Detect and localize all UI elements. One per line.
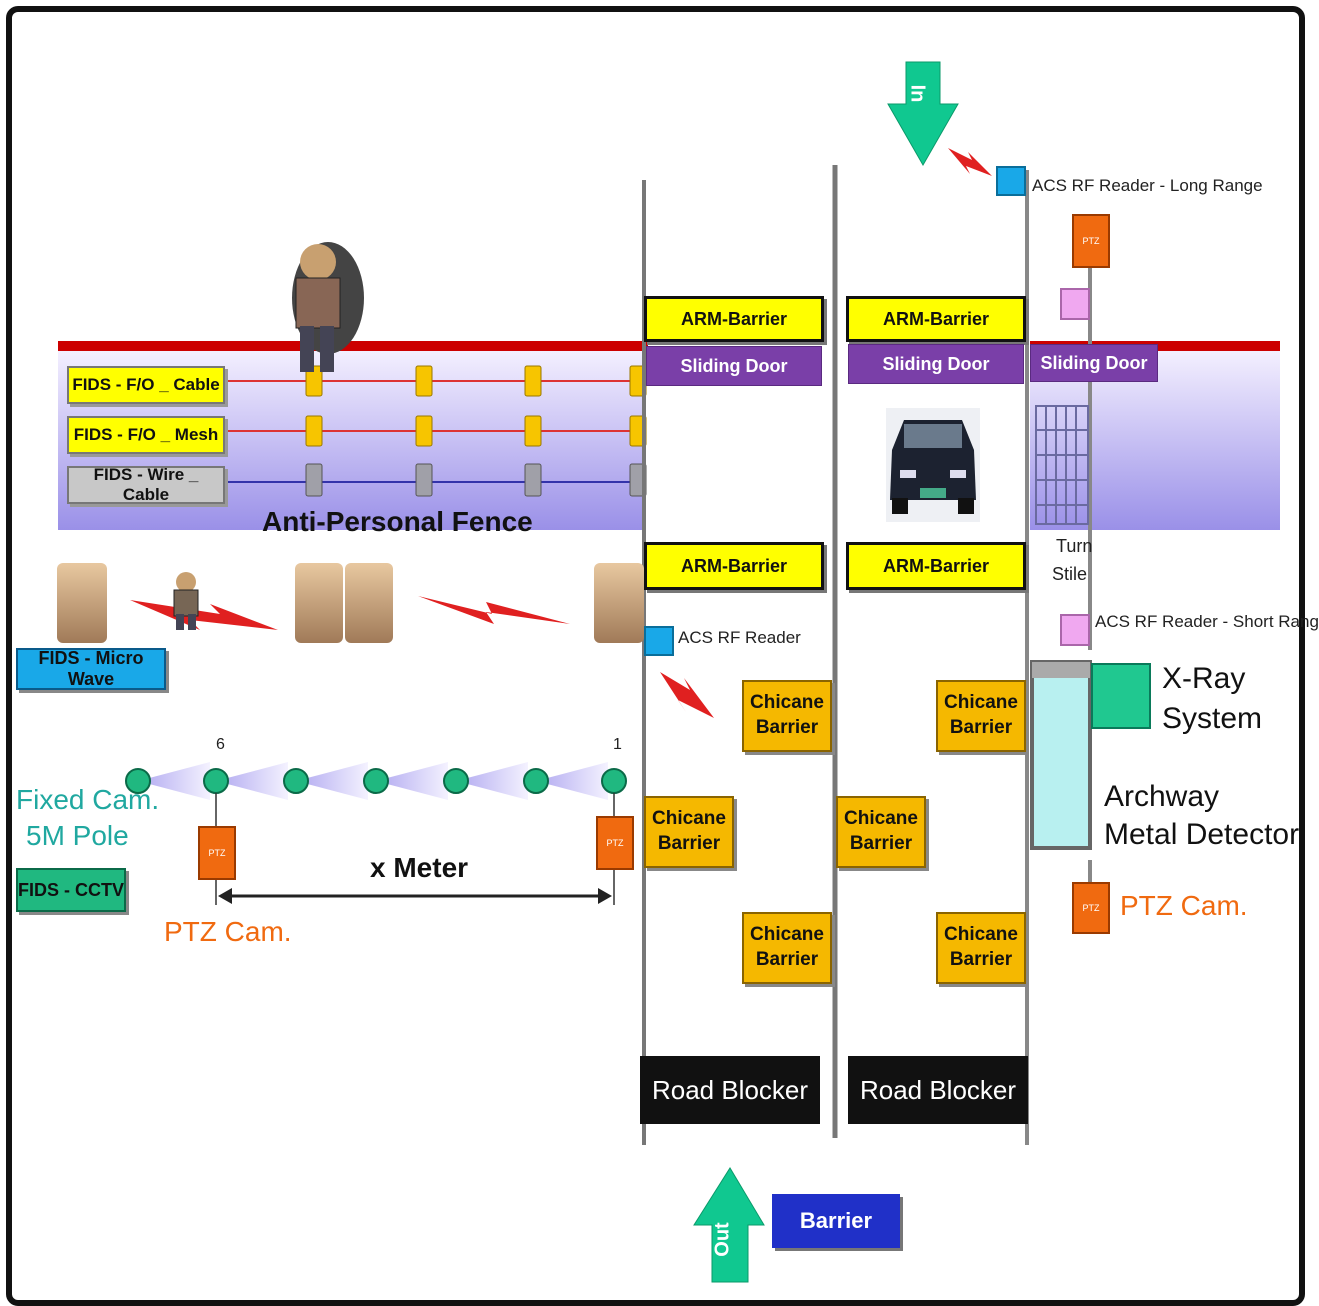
archway-label-1: Archway [1104,780,1220,813]
chicane-label-1: Chicane [944,924,1018,946]
microwave-sensor-icon [345,563,393,643]
fixed-cam-label-2: 5M Pole [26,820,129,851]
pedestrian-ptz-cam-label: PTZ Cam. [1120,890,1248,921]
ptz-camera-icon: PTZ [596,816,634,870]
car-icon [886,408,980,522]
chicane-label-1: Chicane [944,692,1018,714]
fixed-cam-label-1: Fixed Cam. [16,784,160,815]
arm-barrier-lane2-bottom: ARM-Barrier [846,542,1026,590]
ptz-cam-label: PTZ Cam. [164,916,292,947]
chicane-label-2: Barrier [949,949,1013,970]
arm-barrier-lane1-top: ARM-Barrier [644,296,824,342]
sliding-door-lane2: Sliding Door [848,344,1024,384]
signal-bolt-icon [948,148,992,176]
ptz-camera-icon: PTZ [1072,882,1110,934]
microwave-sensor-icon [594,563,644,643]
acs-reader [644,626,674,656]
archway-metal-detector-icon [1030,660,1092,850]
acs-reader-short-range-label: ACS RF Reader - Short Range [1095,612,1319,631]
xray-label-1: X-Ray [1162,662,1246,695]
chicane-barrier: Chicane Barrier [742,680,832,752]
fids-fo-mesh-label: FIDS - F/O _ Mesh [67,416,225,454]
xray-label-2: System [1162,702,1263,735]
fids-fo-cable-label: FIDS - F/O _ Cable [67,366,225,404]
chicane-label-1: Chicane [750,692,824,714]
chicane-barrier: Chicane Barrier [836,796,926,868]
road-blocker-lane2: Road Blocker [848,1056,1028,1124]
chicane-barrier: Chicane Barrier [936,912,1026,984]
ptz-camera-icon: PTZ [1072,214,1110,268]
camera-cones [138,762,608,800]
fids-cctv-label: FIDS - CCTV [16,868,126,912]
barrier-box: Barrier [772,1194,900,1248]
chicane-label-2: Barrier [949,717,1013,738]
intruder-small-icon [173,572,199,630]
signal-bolt-icon-2 [660,672,714,718]
chicane-label-2: Barrier [657,833,721,854]
intruder-icon [292,242,364,372]
chicane-label-2: Barrier [755,949,819,970]
sliding-door-pedestrian: Sliding Door [1030,344,1158,382]
xray-system-icon [1091,663,1151,729]
turnstile-label-2: Stile [1052,564,1088,584]
signal-bolt-icon-3 [130,600,278,630]
archway-label-2: Metal Detector [1104,818,1300,851]
microwave-sensor-icon [57,563,107,643]
reader-pink-top [1060,288,1090,320]
chicane-barrier: Chicane Barrier [742,912,832,984]
chicane-barrier: Chicane Barrier [936,680,1026,752]
chicane-label-1: Chicane [844,808,918,830]
ptz-camera-icon: PTZ [198,826,236,880]
acs-reader-short-range [1060,614,1090,646]
chicane-label-1: Chicane [652,808,726,830]
fixed-camera-icons [125,768,627,794]
camera-number-6: 6 [216,736,225,753]
fids-microwave-label: FIDS - Micro Wave [16,648,166,690]
chicane-label-1: Chicane [750,924,824,946]
out-arrow-label: Out [711,1222,734,1257]
acs-reader-long-range-label: ACS RF Reader - Long Range [1032,176,1263,195]
out-arrow-icon [693,1167,765,1283]
archway-top [1032,662,1090,678]
turnstile-icon [1035,405,1089,525]
distance-label: x Meter [370,852,469,883]
in-arrow-icon [887,61,959,167]
microwave-sensor-icon [295,563,343,643]
signal-bolt-icon-4 [418,596,570,624]
fence-top-line [58,341,648,351]
acs-reader-label: ACS RF Reader [678,628,801,647]
turnstile-label-1: Turn [1056,536,1093,556]
arm-barrier-lane1-bottom: ARM-Barrier [644,542,824,590]
sliding-door-lane1: Sliding Door [646,346,822,386]
in-arrow-label: In [906,84,929,103]
chicane-label-2: Barrier [849,833,913,854]
camera-number-1: 1 [613,736,622,753]
anti-personal-fence-title: Anti-Personal Fence [262,506,533,537]
distance-arrowhead-right [598,888,612,904]
chicane-barrier: Chicane Barrier [644,796,734,868]
distance-arrowhead-left [218,888,232,904]
chicane-label-2: Barrier [755,717,819,738]
acs-reader-long-range [996,166,1026,196]
road-blocker-lane1: Road Blocker [640,1056,820,1124]
arm-barrier-lane2-top: ARM-Barrier [846,296,1026,342]
fids-wire-cable-label: FIDS - Wire _ Cable [67,465,225,504]
